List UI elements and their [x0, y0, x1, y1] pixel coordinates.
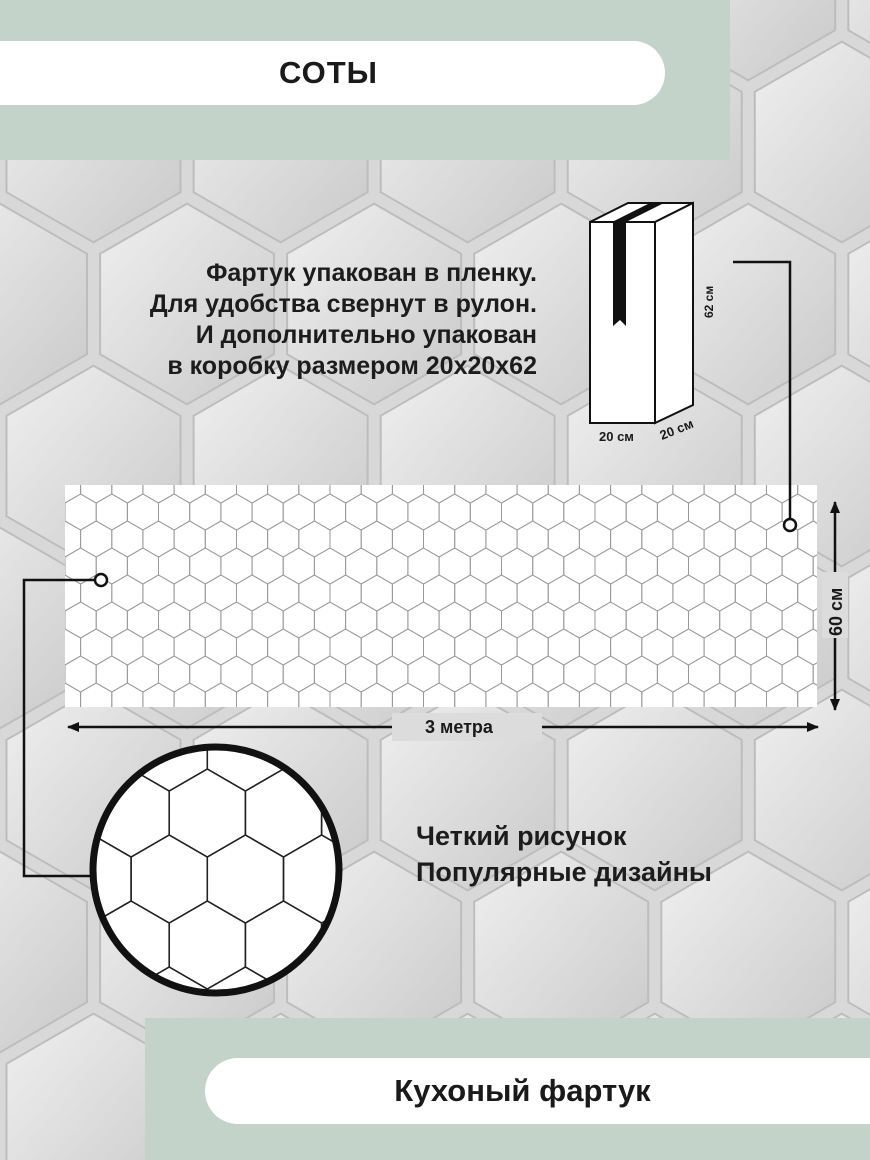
zoom-hexagon	[93, 747, 132, 792]
box-height-label: 62 см	[702, 286, 716, 318]
pattern-hexagon	[65, 502, 66, 522]
zoom-hexagon	[93, 768, 94, 858]
zoom-hexagon	[320, 900, 339, 990]
box-callout-dot	[782, 517, 798, 533]
box-width-label: 20 см	[599, 429, 634, 444]
features-list: Четкий рисунок Популярные дизайны	[416, 818, 712, 890]
background-hexagon	[753, 688, 870, 892]
pattern-hexagon	[812, 662, 817, 686]
pattern-hexagon	[829, 521, 860, 557]
background-hexagon	[0, 850, 88, 1054]
description-line: Фартук упакован в пленку.	[206, 259, 537, 287]
description-line: в коробку размером 20х20х62	[167, 352, 537, 380]
pattern-hexagon	[18, 467, 49, 503]
pattern-hexagon	[797, 682, 817, 707]
pattern-hexagon	[829, 683, 860, 719]
zoom-hexagon	[0, 703, 55, 791]
box-callout-line	[733, 260, 792, 525]
pattern-hexagon	[812, 500, 817, 524]
zoom-hexagon	[93, 900, 94, 990]
zoom-callout-line	[22, 578, 101, 878]
pattern-hexagon	[812, 608, 817, 632]
description-line: И дополнительно упакован	[195, 321, 537, 349]
feature-item: Популярные дизайны	[416, 857, 712, 887]
background-hexagon	[566, 688, 743, 892]
background-hexagon	[99, 202, 275, 406]
pattern-hexagon	[65, 610, 66, 630]
feature-item: Четкий рисунок	[416, 821, 627, 851]
pattern-zoom-circle	[0, 703, 343, 1055]
packaging-description: Фартук упакован в пленку. Для удобства с…	[20, 258, 537, 382]
background-hexagon	[753, 40, 870, 244]
box-illustration: 62 см 20 см 20 см	[589, 201, 716, 444]
background-hexagon	[847, 564, 870, 692]
zoom-callout-dot	[93, 572, 109, 588]
pattern-hexagon	[65, 664, 66, 684]
page-title: СОТЫ	[278, 55, 378, 90]
description-line: Для удобства свернут в рулон.	[149, 290, 537, 318]
background-hexagon	[847, 0, 870, 44]
apron-panel	[18, 467, 860, 719]
footer-pill: Кухоный фартук	[205, 1058, 870, 1124]
background-hexagon	[0, 202, 88, 406]
pattern-hexagon	[829, 467, 860, 503]
zoom-hexagon	[93, 966, 132, 993]
background-hexagon	[847, 888, 870, 1016]
footer-title: Кухоный фартук	[394, 1073, 651, 1108]
honeycomb-pattern	[18, 467, 860, 719]
panel-height-label: 60 см	[826, 588, 846, 636]
background-hexagon	[847, 240, 870, 368]
pattern-hexagon	[812, 554, 817, 578]
pattern-hexagon	[18, 521, 49, 557]
zoom-hexagon	[0, 835, 55, 923]
header-pill: СОТЫ	[0, 41, 665, 105]
pattern-hexagon	[65, 556, 66, 576]
panel-length-label: 3 метра	[425, 717, 494, 737]
background-hexagon	[286, 202, 463, 406]
zoom-hexagon	[0, 967, 55, 1055]
